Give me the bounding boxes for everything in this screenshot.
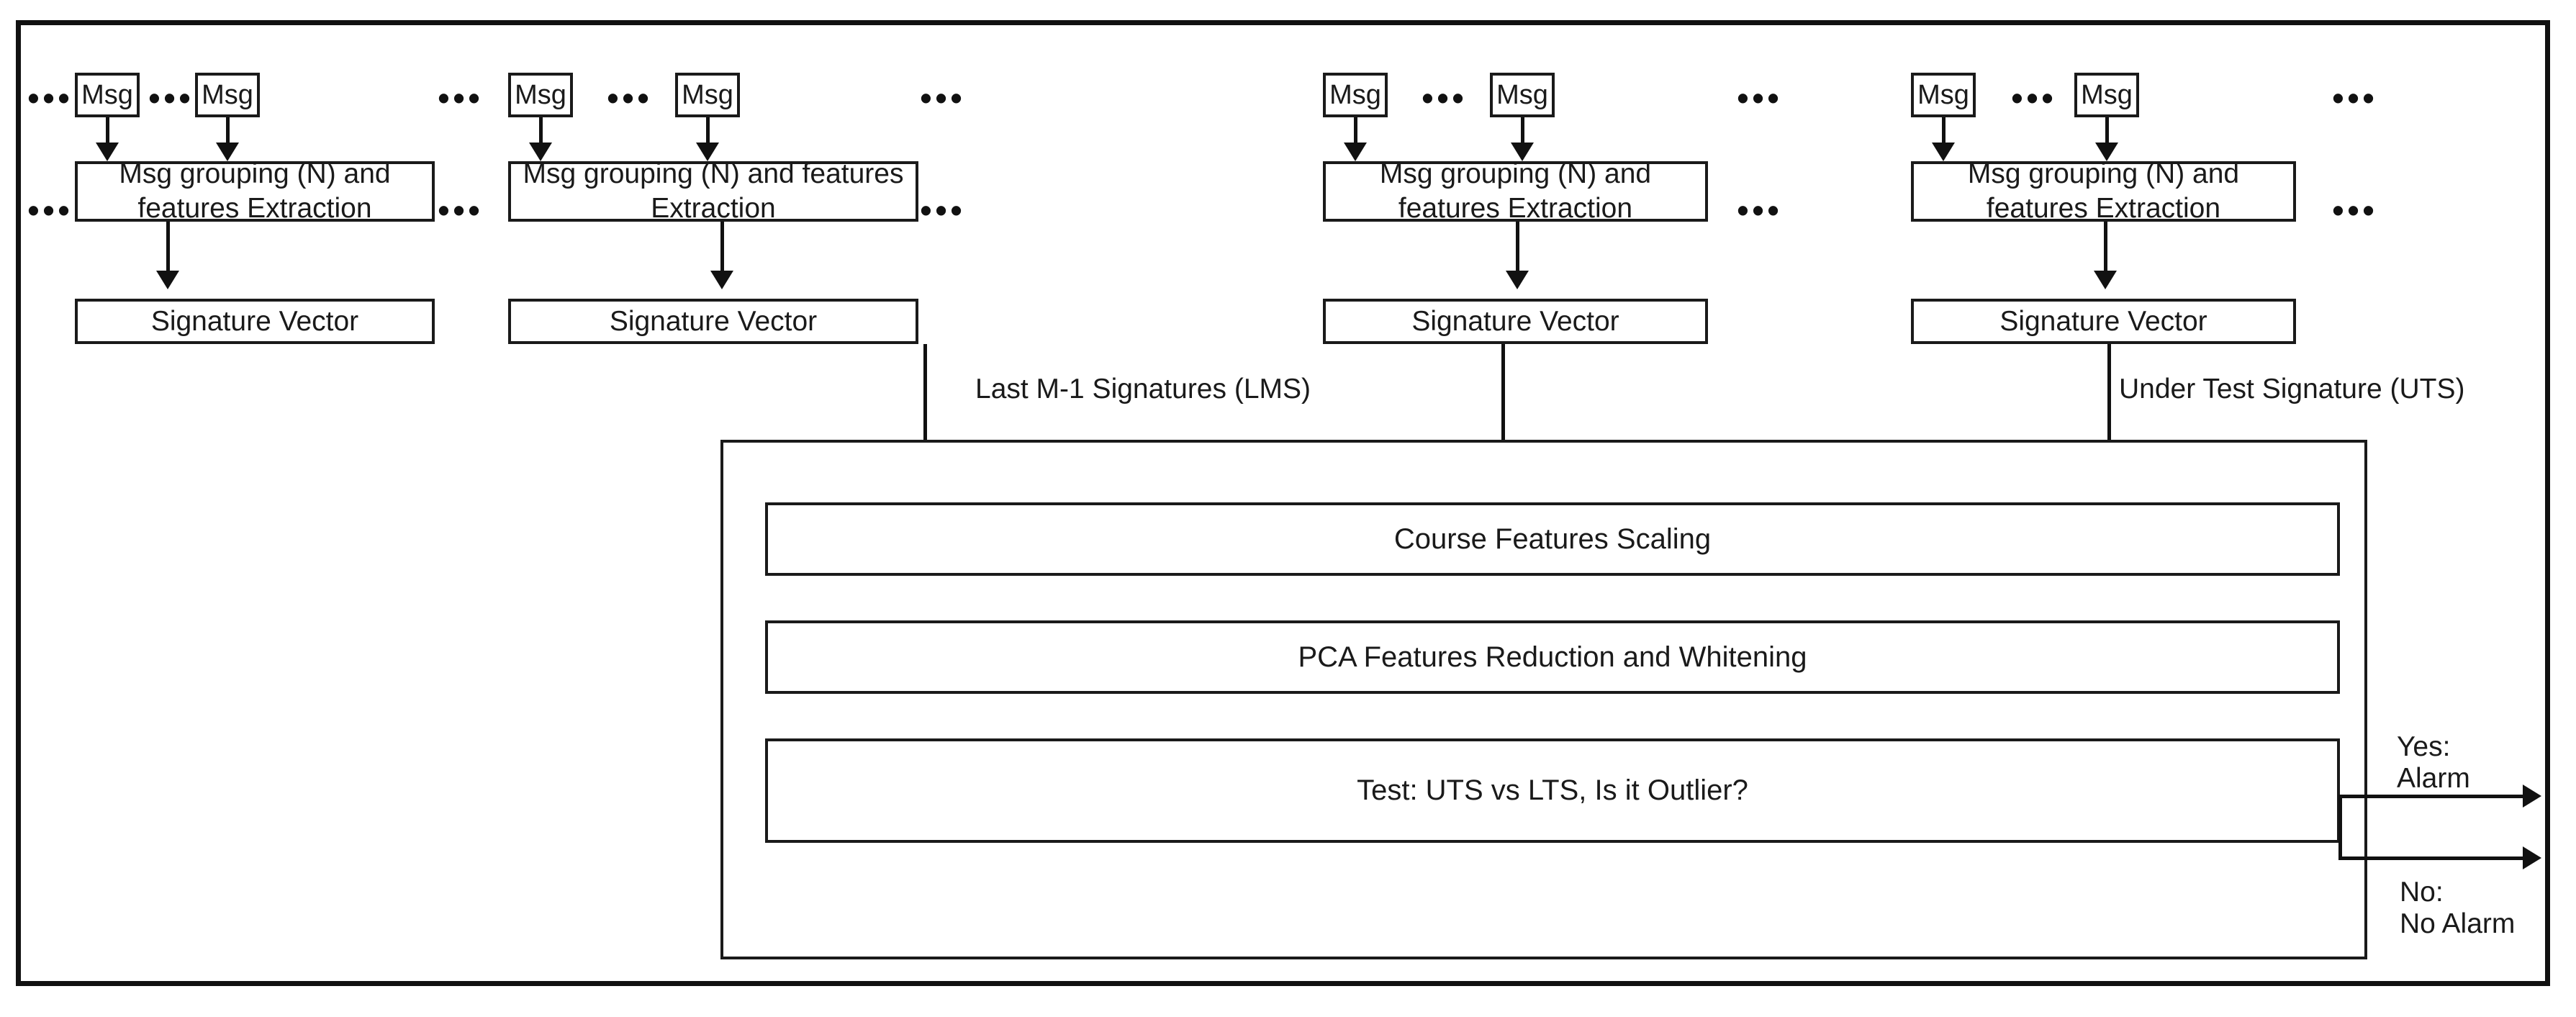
- connector-col4-sig-to-panel: [2107, 344, 2111, 488]
- arrowhead-col3-right-msg: [1511, 143, 1534, 161]
- connector-output-no: [2338, 856, 2536, 860]
- ellipsis-col2-inner: •••: [607, 79, 653, 117]
- connector-col4-group-to-sig: [2104, 222, 2107, 278]
- arrowhead-col3-group-to-sig: [1506, 271, 1529, 289]
- msg-box-col3-left[interactable]: Msg: [1323, 73, 1388, 117]
- flow-label-uts: Under Test Signature (UTS): [2119, 374, 2465, 404]
- signature-vector-box-col1[interactable]: Signature Vector: [75, 299, 435, 344]
- arrowhead-col2-right-msg: [696, 143, 719, 161]
- connector-output-yes: [2338, 795, 2536, 798]
- ellipsis-row2-trail: •••: [2332, 191, 2378, 229]
- processing-box-test[interactable]: Test: UTS vs LTS, Is it Outlier?: [765, 738, 2340, 843]
- ellipsis-col3-inner: •••: [1422, 79, 1468, 117]
- connector-col2-left-msg: [539, 117, 543, 150]
- ellipsis-between-col2-col3-row2: •••: [920, 191, 966, 229]
- signature-vector-box-col4[interactable]: Signature Vector: [1911, 299, 2296, 344]
- arrowhead-col4-right-msg: [2095, 143, 2118, 161]
- msg-box-col1-left[interactable]: Msg: [75, 73, 140, 117]
- group-box-col3-label: Msg grouping (N) and features Extraction: [1379, 158, 1652, 224]
- arrowhead-col4-left-msg: [1932, 143, 1955, 161]
- arrowhead-col1-right-msg: [216, 143, 239, 161]
- connector-col4-left-msg: [1942, 117, 1945, 150]
- group-box-col1-label: Msg grouping (N) and features Extraction: [119, 158, 391, 224]
- processing-box-scaling[interactable]: Course Features Scaling: [765, 502, 2340, 576]
- msg-box-col2-left[interactable]: Msg: [508, 73, 573, 117]
- connector-col3-sig-to-panel: [1501, 344, 1505, 488]
- connector-col2-right-msg: [706, 117, 710, 150]
- msg-box-col3-right[interactable]: Msg: [1490, 73, 1555, 117]
- arrowhead-col1-left-msg: [96, 143, 119, 161]
- group-box-col2[interactable]: Msg grouping (N) and features Extraction: [508, 158, 918, 224]
- connector-col3-group-to-sig: [1516, 222, 1519, 278]
- arrowhead-output-yes: [2523, 785, 2541, 808]
- output-label-no-line1: No:: [2400, 877, 2444, 908]
- output-label-no-line2: No Alarm: [2400, 908, 2516, 939]
- processing-box-pca[interactable]: PCA Features Reduction and Whitening: [765, 620, 2340, 694]
- signature-vector-box-col2[interactable]: Signature Vector: [508, 299, 918, 344]
- connector-col1-left-msg: [106, 117, 109, 150]
- connector-col2-group-to-sig: [720, 222, 724, 278]
- connector-col3-left-msg: [1354, 117, 1357, 150]
- group-box-col2-label: Msg grouping (N) and features Extraction: [523, 158, 904, 224]
- ellipsis-between-col2-col3-row1: •••: [920, 79, 966, 117]
- arrowhead-output-no: [2523, 846, 2541, 869]
- connector-col1-right-msg: [226, 117, 230, 150]
- group-box-col1[interactable]: Msg grouping (N) and features Extraction: [75, 158, 435, 224]
- ellipsis-between-col1-col2-row1: •••: [438, 79, 484, 117]
- output-label-yes-line1: Yes:: [2397, 731, 2451, 762]
- connector-col4-right-msg: [2105, 117, 2109, 150]
- ellipsis-row2-lead: •••: [27, 191, 73, 229]
- group-box-col4-label: Msg grouping (N) and features Extraction: [1967, 158, 2240, 224]
- group-box-col4[interactable]: Msg grouping (N) and features Extraction: [1911, 158, 2296, 224]
- msg-box-col4-left[interactable]: Msg: [1911, 73, 1976, 117]
- ellipsis-col1-inner: •••: [148, 79, 194, 117]
- msg-box-col2-right[interactable]: Msg: [675, 73, 740, 117]
- arrowhead-col2-left-msg: [529, 143, 552, 161]
- msg-box-col4-right[interactable]: Msg: [2074, 73, 2139, 117]
- group-box-col3[interactable]: Msg grouping (N) and features Extraction: [1323, 158, 1708, 224]
- ellipsis-between-col3-col4-row2: •••: [1737, 191, 1783, 229]
- ellipsis-between-col1-col2-row2: •••: [438, 191, 484, 229]
- arrowhead-col1-group-to-sig: [156, 271, 179, 289]
- signature-vector-box-col3[interactable]: Signature Vector: [1323, 299, 1708, 344]
- ellipsis-row1-trail: •••: [2332, 79, 2378, 117]
- arrowhead-col2-group-to-sig: [710, 271, 733, 289]
- arrowhead-col4-group-to-sig: [2094, 271, 2117, 289]
- flow-label-lms: Last M-1 Signatures (LMS): [975, 374, 1311, 404]
- connector-col2-sig-to-panel: [923, 344, 927, 488]
- arrowhead-col3-left-msg: [1344, 143, 1367, 161]
- connector-col1-group-to-sig: [166, 222, 170, 278]
- ellipsis-between-col3-col4-row1: •••: [1737, 79, 1783, 117]
- ellipsis-col4-inner: •••: [2011, 79, 2057, 117]
- connector-col3-right-msg: [1521, 117, 1524, 150]
- output-label-yes-line2: Alarm: [2397, 763, 2470, 794]
- connector-output-branch-stem: [2338, 795, 2342, 860]
- ellipsis-row1-lead: •••: [27, 79, 73, 117]
- msg-box-col1-right[interactable]: Msg: [195, 73, 260, 117]
